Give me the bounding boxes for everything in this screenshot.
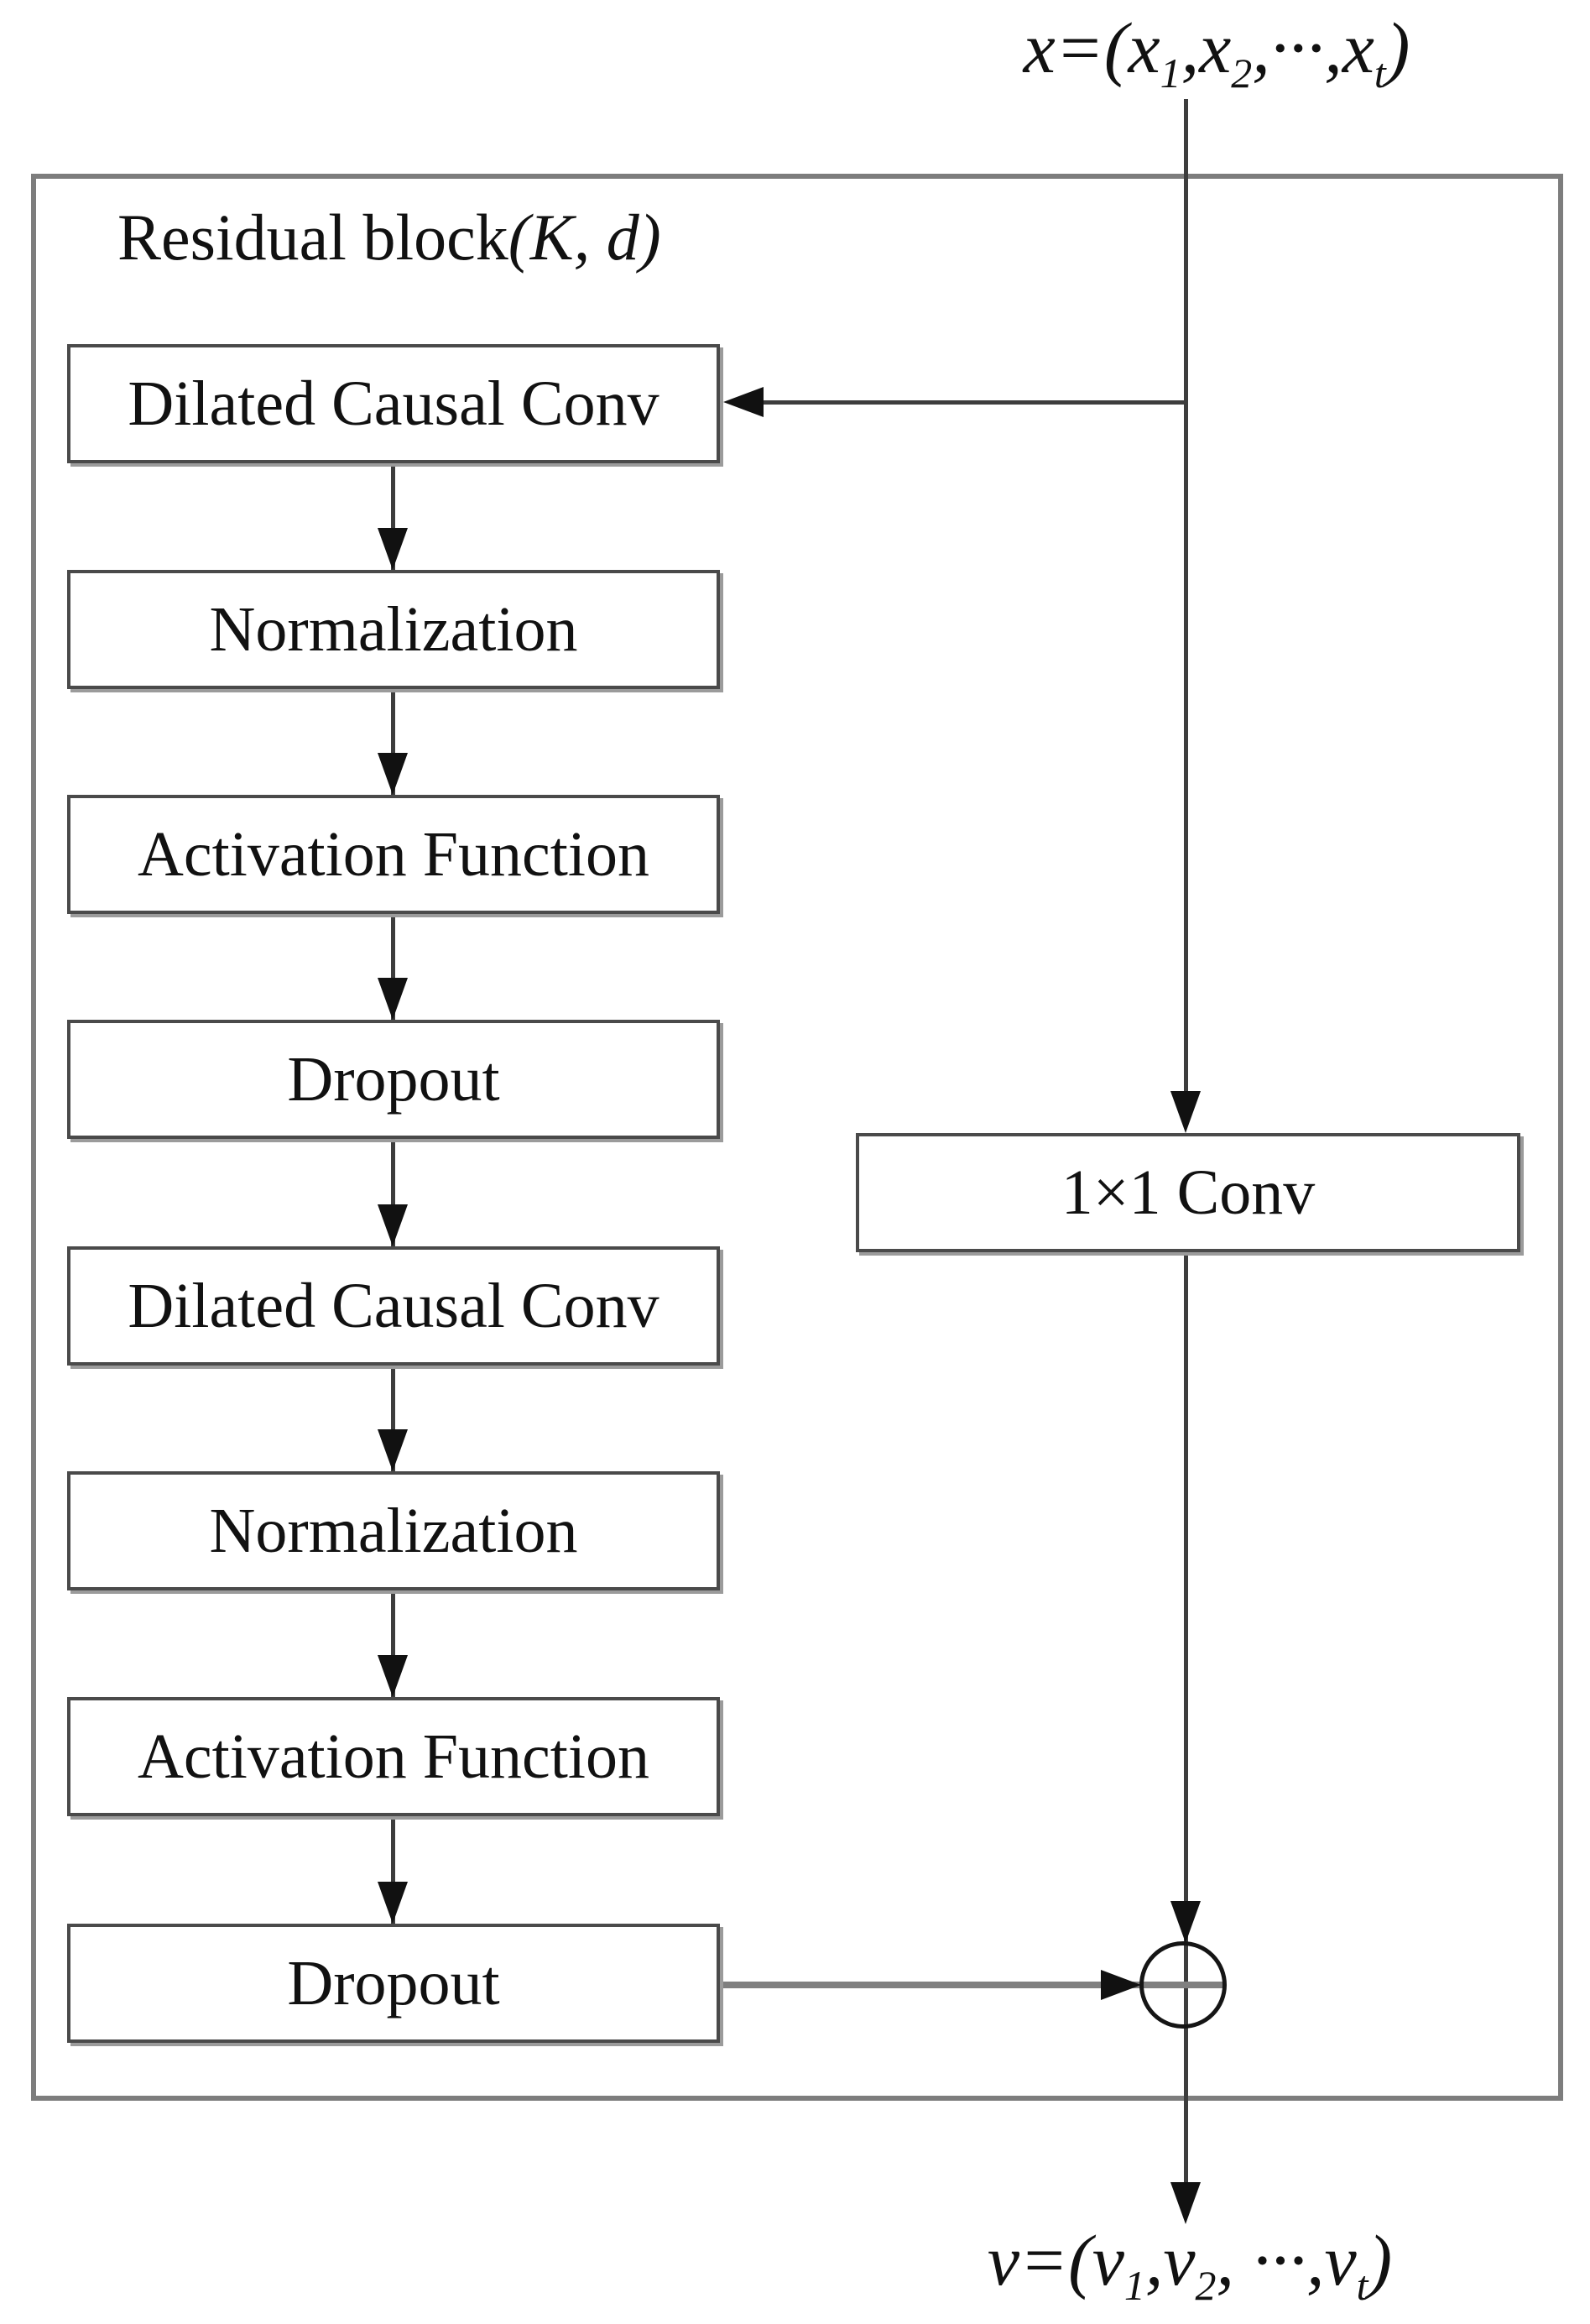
arrow-line-block1-block2 xyxy=(391,463,395,570)
arrowhead-down-icon xyxy=(378,978,408,1020)
block-label: Activation Function xyxy=(137,1721,650,1792)
block-activation-function-2: Activation Function xyxy=(67,1697,720,1816)
arrowhead-output-icon xyxy=(1170,2182,1201,2224)
output-sequence-label: v=(v1,v2, ···,vt) xyxy=(987,2220,1393,2310)
block-label: Activation Function xyxy=(137,818,650,890)
skip-output-line xyxy=(1184,1252,1188,2184)
arrowhead-down-icon xyxy=(378,1429,408,1471)
dropout-to-sum-line xyxy=(720,1982,1225,1988)
residual-block-title: Residual block(K, d) xyxy=(117,201,661,274)
block-label: Normalization xyxy=(209,593,578,665)
arrow-line-block6-block7 xyxy=(391,1590,395,1697)
arrowhead-into-1x1-conv-icon xyxy=(1170,1091,1201,1133)
block-1x1-conv: 1×1 Conv xyxy=(856,1133,1520,1252)
residual-block-container xyxy=(31,174,1563,2101)
block-label: Dilated Causal Conv xyxy=(128,368,659,439)
arrowhead-into-block1-icon xyxy=(723,387,764,417)
block-dilated-causal-conv-2: Dilated Causal Conv xyxy=(67,1246,720,1366)
arrowhead-down-icon xyxy=(378,1204,408,1246)
arrow-line-block7-block8 xyxy=(391,1816,395,1924)
block-normalization-1: Normalization xyxy=(67,570,720,689)
arrowhead-into-sum-left-icon xyxy=(1101,1970,1141,2000)
input-branch-line xyxy=(738,400,1186,405)
arrowhead-down-icon xyxy=(378,1882,408,1924)
block-label: Normalization xyxy=(209,1495,578,1566)
input-line xyxy=(1184,99,1188,1094)
block-label: Dropout xyxy=(287,1043,500,1115)
plus-circle-icon xyxy=(1139,1941,1227,2029)
block-normalization-2: Normalization xyxy=(67,1471,720,1590)
block-label: 1×1 Conv xyxy=(1061,1157,1316,1228)
block-dropout-1: Dropout xyxy=(67,1020,720,1139)
arrowhead-into-sum-icon xyxy=(1170,1901,1201,1943)
arrowhead-down-icon xyxy=(378,1655,408,1697)
arrowhead-down-icon xyxy=(378,528,408,570)
block-activation-function-1: Activation Function xyxy=(67,795,720,914)
block-dropout-2: Dropout xyxy=(67,1924,720,2043)
arrow-line-block2-block3 xyxy=(391,689,395,795)
input-sequence-label: x=(x1,x2,···,xt) xyxy=(1023,8,1410,97)
arrow-line-block5-block6 xyxy=(391,1366,395,1471)
residual-block-title-params: (K, d) xyxy=(508,201,661,274)
residual-block-title-text: Residual block xyxy=(117,201,508,274)
arrow-line-block3-block4 xyxy=(391,914,395,1020)
block-label: Dropout xyxy=(287,1947,500,2018)
arrow-line-block4-block5 xyxy=(391,1139,395,1246)
block-label: Dilated Causal Conv xyxy=(128,1270,659,1341)
arrowhead-down-icon xyxy=(378,753,408,795)
block-dilated-causal-conv-1: Dilated Causal Conv xyxy=(67,344,720,463)
